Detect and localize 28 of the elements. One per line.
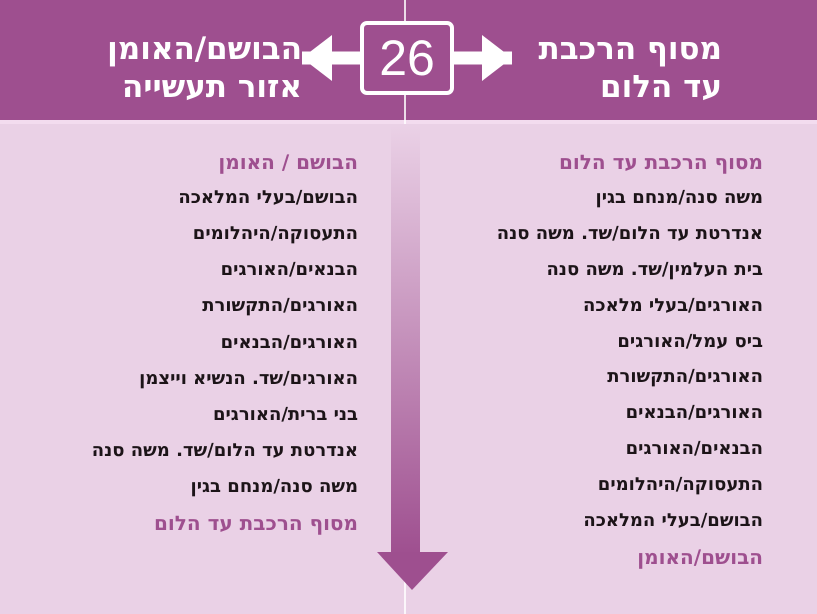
terminal-name: מסוף הרכבת עד הלום [559,150,763,174]
terminal-heading: מסוף הרכבת עד הלום [512,30,722,106]
stop-name: התעסוקה/היהלומים [192,222,358,246]
stop-name: הבנאים/האורגים [220,258,358,282]
stop-name: הבושם/בעלי המלאכה [178,186,358,210]
stop-name: ביס עמל/האורגים [617,330,763,354]
terminal-name: הבושם / האומן [218,150,358,174]
stop-name: אנדרטת עד הלום/שד. משה סנה [496,222,763,246]
stop-name: הבושם/בעלי המלאכה [583,509,763,533]
stop-name: הבנאים/האורגים [626,437,763,462]
stop-name: האורגים/בעלי מלאכה [583,294,763,318]
stop-name: האורגים/התקשורת [202,294,358,318]
stop-name: בית העלמין/שד. משה סנה [546,258,763,282]
arrow [302,35,360,81]
stop-name: האורגים/שד. הנשיא וייצמן [139,366,358,391]
route-number: 26 [360,21,454,95]
stop-name: אנדרטת עד הלום/שד. משה סנה [92,438,358,463]
terminal-name: הבושם/האומן [637,544,763,569]
terminal-name: מסוף הרכבת עד הלום [154,511,358,535]
stop-name: התעסוקה/היהלומים [598,473,763,498]
stop-name: משה סנה/מנחם בגין [190,474,358,499]
stop-name: האורגים/התקשורת [607,365,763,390]
terminal-heading: הבושם/האומן אזור תעשייה [40,30,302,106]
stop-name: האורגים/הבנאים [220,330,358,354]
stop-name: האורגים/הבנאים [626,401,763,426]
arrow [454,35,512,81]
stop-name: משה סנה/מנחם בגין [596,186,763,210]
stop-name: בני ברית/האורגים [212,402,358,427]
